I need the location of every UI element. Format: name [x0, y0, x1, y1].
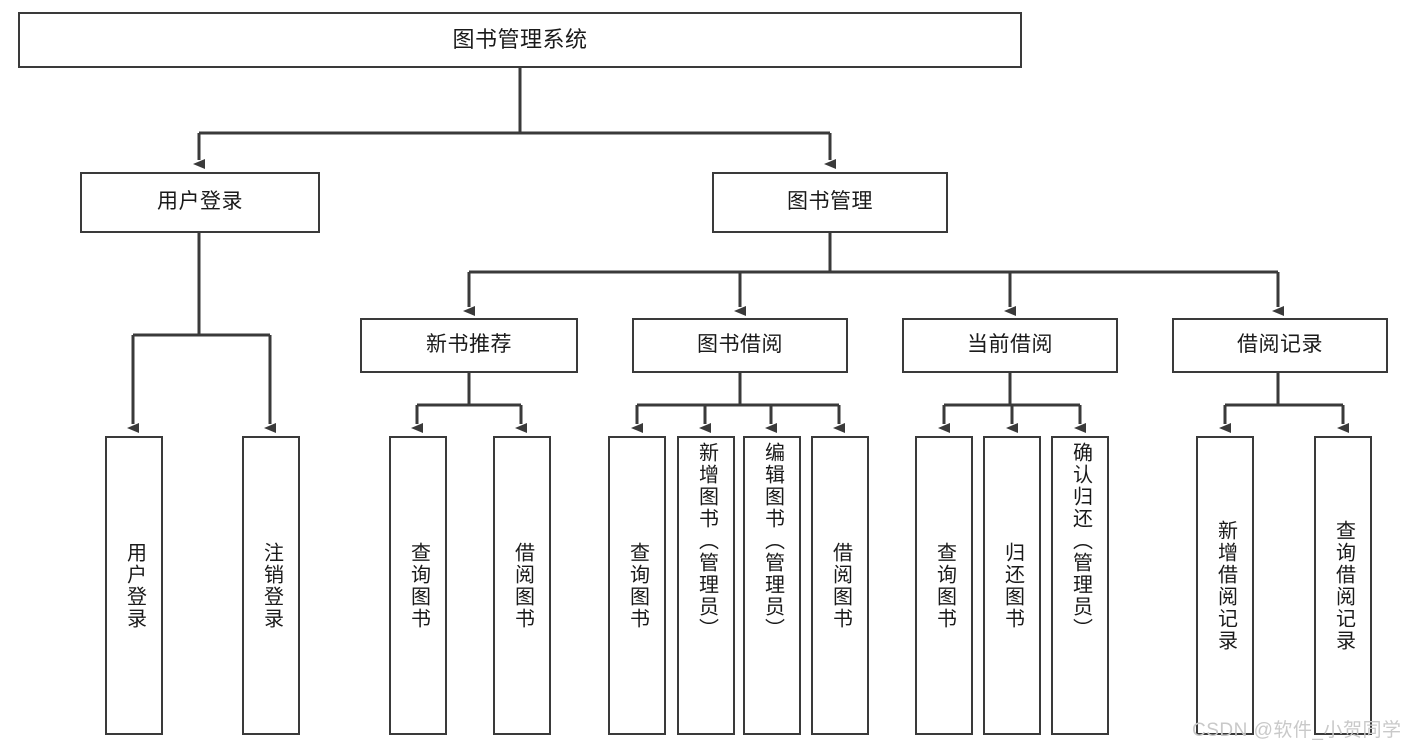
- node-label: 图书借阅: [697, 333, 783, 357]
- node-label: 新增借阅记录: [1214, 519, 1237, 652]
- node-label: 查询图书: [407, 541, 430, 630]
- leaf-borrow-book-recommend[interactable]: 借阅图书: [493, 436, 551, 735]
- node-label: 编辑图书（管理员）: [761, 442, 784, 640]
- node-label: 图书管理: [787, 190, 873, 214]
- node-label: 确认归还（管理员）: [1069, 442, 1092, 640]
- leaf-borrow-book[interactable]: 借阅图书: [811, 436, 869, 735]
- leaf-edit-book-admin[interactable]: 编辑图书（管理员）: [743, 436, 801, 735]
- node-root-book-management-system[interactable]: 图书管理系统: [18, 12, 1022, 68]
- leaf-user-login[interactable]: 用户登录: [105, 436, 163, 735]
- watermark-text: CSDN @软件_小贺同学: [1192, 720, 1402, 741]
- node-label: 用户登录: [123, 541, 146, 630]
- node-new-book-recommend[interactable]: 新书推荐: [360, 318, 578, 373]
- node-label: 当前借阅: [967, 333, 1053, 357]
- leaf-return-book[interactable]: 归还图书: [983, 436, 1041, 735]
- node-label: 借阅记录: [1237, 333, 1323, 357]
- leaf-query-borrow-record[interactable]: 查询借阅记录: [1314, 436, 1372, 735]
- node-label: 查询图书: [933, 541, 956, 630]
- node-label: 新书推荐: [426, 333, 512, 357]
- node-user-login[interactable]: 用户登录: [80, 172, 320, 233]
- leaf-query-book-recommend[interactable]: 查询图书: [389, 436, 447, 735]
- node-current-borrow[interactable]: 当前借阅: [902, 318, 1118, 373]
- node-borrow-record[interactable]: 借阅记录: [1172, 318, 1388, 373]
- node-label: 借阅图书: [829, 541, 852, 630]
- node-label: 注销登录: [260, 541, 283, 630]
- node-book-management[interactable]: 图书管理: [712, 172, 948, 233]
- leaf-add-borrow-record[interactable]: 新增借阅记录: [1196, 436, 1254, 735]
- leaf-add-book-admin[interactable]: 新增图书（管理员）: [677, 436, 735, 735]
- leaf-query-book-current[interactable]: 查询图书: [915, 436, 973, 735]
- node-label: 归还图书: [1001, 541, 1024, 630]
- leaf-confirm-return-admin[interactable]: 确认归还（管理员）: [1051, 436, 1109, 735]
- node-label: 图书管理系统: [452, 27, 588, 53]
- node-label: 新增图书（管理员）: [695, 442, 718, 640]
- node-label: 查询借阅记录: [1332, 519, 1355, 652]
- node-label: 查询图书: [626, 541, 649, 630]
- node-book-borrow[interactable]: 图书借阅: [632, 318, 848, 373]
- leaf-query-book-borrow[interactable]: 查询图书: [608, 436, 666, 735]
- node-label: 借阅图书: [511, 541, 534, 630]
- leaf-logout[interactable]: 注销登录: [242, 436, 300, 735]
- node-label: 用户登录: [157, 190, 243, 214]
